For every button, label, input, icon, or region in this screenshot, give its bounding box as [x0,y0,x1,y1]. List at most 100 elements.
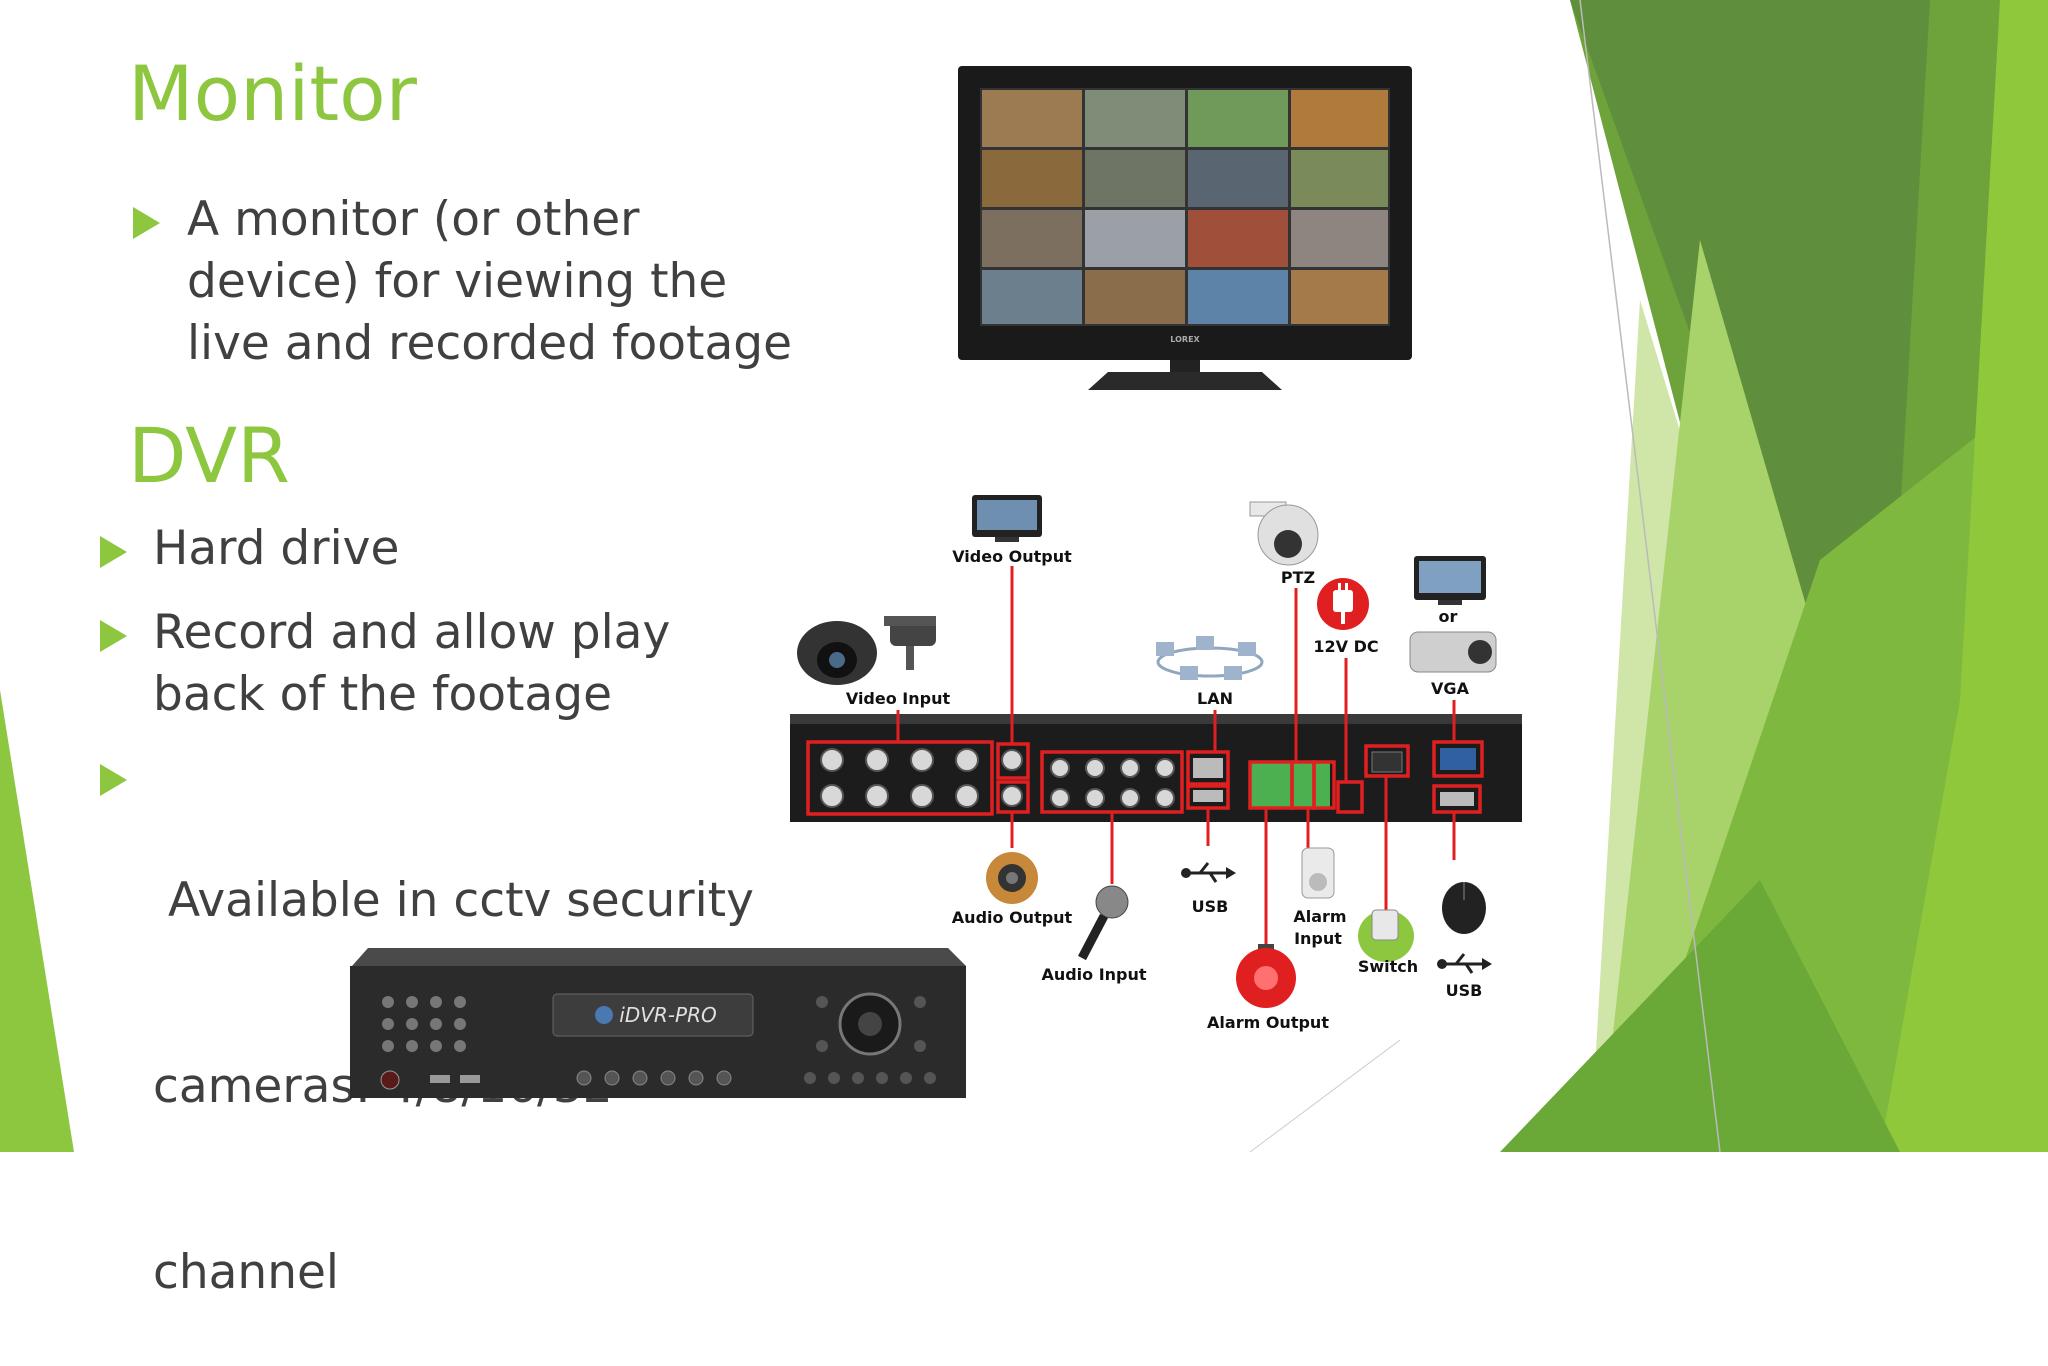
dvr-keypad [382,996,466,1052]
dvr-display-window [552,993,754,1037]
right-panel-bottom [1500,880,1900,1152]
bullet-line: A monitor (or other [187,192,640,247]
monitor-image: LOREX [958,66,1412,390]
camera-tile [1188,90,1288,147]
rca-jack [1120,758,1140,778]
microphone-icon [1078,885,1129,961]
heading-dvr: DVR [128,411,290,500]
video-input-port-box [806,740,994,816]
dvr-nav-button [816,1040,828,1052]
dvr-nav-button [914,996,926,1008]
bullet-line: live and recorded footage [187,316,793,371]
lan-network-icon [1156,636,1264,680]
bullet-marker-icon [100,764,127,796]
alarm-siren-icon [1236,944,1296,1008]
power-switch [1371,751,1403,773]
bullet-hard-drive: Hard drive [153,518,399,580]
label-or: or [1439,607,1458,626]
dvr-jog-center [858,1012,882,1036]
label-video-input: Video Input [846,689,951,708]
dvr-usb-port [430,1075,450,1083]
monitor-brand: LOREX [1170,335,1200,344]
dvr-power-button [380,1070,400,1090]
video-output-jack [1001,749,1023,771]
bullet-monitor: A monitor (or other device) for viewing … [187,189,792,375]
rca-jack [1085,758,1105,778]
right-panel-line [1579,0,1721,1152]
rca-jack [1050,758,1070,778]
connection-wires [896,566,1456,948]
bnc-jack [955,784,979,808]
label-video-output: Video Output [952,547,1072,566]
camera-tile [982,150,1082,207]
camera-tile [1291,150,1388,207]
dome-camera-icon [797,621,877,685]
dvr-lower-right-buttons [804,1072,936,1084]
background-decoration [0,0,2048,1152]
bnc-jack [910,748,934,772]
right-panel-bright [1880,0,2048,1152]
lan-port-box [1186,750,1230,786]
label-ptz: PTZ [1281,568,1315,587]
camera-tile [982,90,1082,147]
camera-tile [1085,270,1185,324]
label-alarm-input-line2: Input [1294,929,1342,948]
speaker-icon [986,852,1038,904]
bnc-jack [865,748,889,772]
bullet-line: device) for viewing the [187,254,728,309]
label-12v-dc: 12V DC [1313,637,1378,656]
label-switch: Switch [1358,957,1418,976]
audio-input-jacks [1050,758,1175,808]
dvr-front-buttons [576,1070,732,1086]
label-alarm-input-line1: Alarm [1293,907,1346,926]
bnc-jack [955,748,979,772]
bnc-video-inputs [820,748,979,808]
bullet-line: Record and allow play [153,605,671,660]
bullet-marker-icon [100,536,127,568]
bnc-jack [910,784,934,808]
bullet-line: Available in cctv security [153,873,754,928]
rca-jack [1120,788,1140,808]
bullet-marker-icon [100,620,127,652]
switch-icon [1358,909,1414,962]
camera-tile [982,270,1082,324]
monitor-stand [1088,372,1282,390]
bnc-jack [820,784,844,808]
bnc-jack [820,748,844,772]
dvr-brand-logo-icon [595,1006,613,1024]
label-audio-input: Audio Input [1041,965,1146,984]
projector-icon [1409,631,1497,673]
dvr-nav-button [816,996,828,1008]
rca-jack [1050,788,1070,808]
dvr-usb-port [460,1075,480,1083]
rca-jack [1155,788,1175,808]
usb-port [1193,790,1223,802]
vga-port-box [1432,740,1484,778]
camera-tile [1085,150,1185,207]
heading-monitor: Monitor [128,49,417,138]
bullet-camera-icon [884,616,936,670]
dvr-top [352,948,966,966]
label-usb: USB [1192,897,1229,916]
label-alarm-output: Alarm Output [1207,1013,1329,1032]
rca-jack [1085,788,1105,808]
alarm-terminal-block [1250,762,1330,808]
label-lan: LAN [1197,689,1233,708]
usb-port-2 [1440,792,1474,806]
label-vga: VGA [1431,679,1470,698]
usb-icon [1181,862,1236,883]
vga-port [1440,748,1476,770]
camera-tile [1085,210,1185,267]
camera-tile [1085,90,1185,147]
bullet-line: back of the footage [153,667,612,722]
camera-tile [1291,270,1388,324]
dvr-brand: iDVR-PRO [619,1003,716,1027]
usb-icon-2 [1437,953,1492,974]
bnc-jack [865,784,889,808]
camera-grid [982,90,1388,324]
camera-tile [1291,90,1388,147]
power-plug-icon [1317,578,1369,630]
bullet-line: Hard drive [153,521,400,576]
camera-tile [1188,270,1288,324]
usb-port-box-2 [1432,784,1482,814]
